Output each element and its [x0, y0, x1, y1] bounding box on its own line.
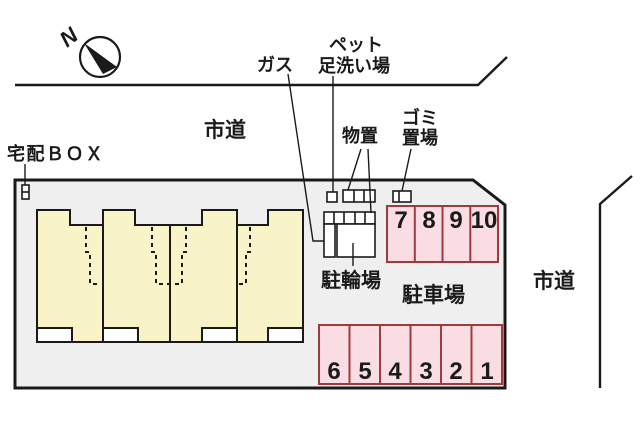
- compass: N: [55, 22, 122, 79]
- building: [36, 209, 304, 343]
- bicycle-shed-main: [336, 223, 376, 258]
- storage-label: 物置: [342, 125, 378, 146]
- parking-stalls: [318, 205, 503, 385]
- road-label-top: 市道: [204, 118, 246, 142]
- garbage-label-2: 置場: [402, 128, 438, 148]
- stall-number-3: 3: [419, 358, 432, 385]
- unit-4-entry-path: [238, 227, 251, 285]
- storage-shed: [342, 189, 376, 203]
- right-road-edge: [598, 175, 633, 388]
- road-label-right: 市道: [533, 269, 575, 293]
- bicycle-shed-left: [323, 223, 336, 258]
- bicycle-shed-stalls: [323, 211, 376, 225]
- garbage-station: [392, 190, 412, 203]
- garbage-label-1: ゴミ: [402, 107, 438, 128]
- delivery-box-label: 宅配ＢＯＸ: [7, 143, 105, 164]
- unit-2-entry-path: [151, 227, 169, 285]
- structures: [21, 184, 412, 258]
- roads: [15, 56, 633, 388]
- unit-3-porch: [201, 327, 238, 343]
- gas-label: ガス: [257, 55, 293, 75]
- compass-needle: [84, 43, 117, 74]
- gas-leader: [287, 73, 324, 242]
- stall-number-2: 2: [449, 358, 462, 385]
- stall-number-5: 5: [358, 358, 371, 385]
- unit-1-porch: [36, 327, 73, 343]
- garbage-leader: [401, 148, 412, 192]
- unit-4-porch: [267, 327, 304, 343]
- pet-wash-label-1: ペット: [329, 35, 383, 55]
- stall-number-10: 10: [471, 207, 498, 234]
- pet-wash-station: [326, 191, 338, 203]
- unit-4: [236, 209, 304, 343]
- unit-2-porch: [102, 327, 139, 343]
- leader-lines: [24, 73, 412, 266]
- car-parking-label: 駐車場: [402, 283, 465, 307]
- stall-number-1: 1: [480, 358, 493, 385]
- labels: 市道 市道 宅配ＢＯＸ ガス ペット 足洗い場 物置 ゴミ 置場 駐輪場 駐車場: [7, 35, 575, 307]
- stall-number-7: 7: [394, 207, 407, 234]
- unit-2: [102, 209, 171, 343]
- north-label: N: [55, 22, 84, 52]
- storage-leader-b: [367, 148, 372, 214]
- top-road-edge: [15, 56, 508, 87]
- bicycle-parking-label: 駐輪場: [321, 268, 381, 292]
- unit-3: [169, 209, 238, 343]
- stall-number-4: 4: [388, 358, 402, 385]
- unit-3-entry-path: [171, 227, 187, 285]
- unit-1-entry-path: [85, 227, 101, 285]
- stall-number-6: 6: [327, 358, 340, 385]
- storage-leader-a: [347, 148, 362, 191]
- parking-numbers: 7 8 9 10 6 5 4 3 2 1: [327, 207, 497, 385]
- stall-number-8: 8: [422, 207, 435, 234]
- pet-wash-label-2: 足洗い場: [318, 55, 390, 76]
- unit-1: [36, 209, 104, 343]
- stall-number-9: 9: [449, 207, 462, 234]
